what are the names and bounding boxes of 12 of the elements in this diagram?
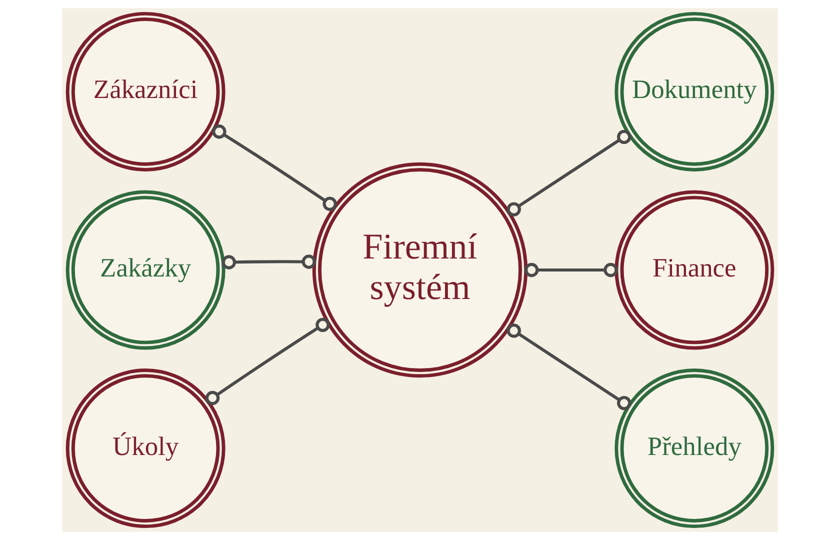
node-circle: Přehledy [614,368,774,528]
node-circle: Úkoly [66,368,226,528]
connector [212,124,337,211]
node-circle: Firemní systém [312,162,528,378]
node-circle: Finance [614,190,774,350]
node-circle: Dokumenty [614,12,774,172]
connector [222,254,316,270]
node-circle: Zakázky [66,190,226,350]
connector [524,262,618,278]
connector [205,318,330,406]
connector [506,130,632,216]
connector [506,324,632,410]
